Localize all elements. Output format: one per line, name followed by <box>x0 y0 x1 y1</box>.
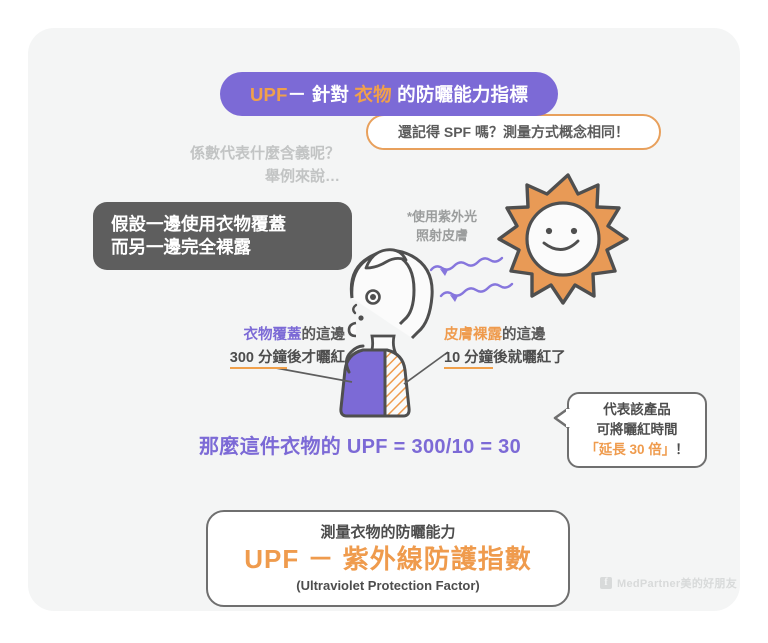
exposed-row-2: 10 分鐘後就曬紅了 <box>444 347 624 369</box>
covered-duration: 300 分鐘 <box>229 349 287 369</box>
conclusion-title: UPF － 紫外線防護指數 <box>244 543 532 574</box>
conclusion-subtitle: 測量衣物的防曬能力 <box>320 523 456 541</box>
covered-row-1: 衣物覆蓋的這邊 <box>195 325 346 347</box>
question-line-2: 舉例來說… <box>264 168 340 186</box>
spf-bubble-text: 還記得 SPF 嗎？測量方式概念相同！ <box>397 124 629 140</box>
facebook-icon: f <box>600 577 612 589</box>
callout-line-3: 「延長 30 倍」！ <box>585 440 689 460</box>
upf-formula: 那麼這件衣物的 UPF = 300/10 = 30 <box>198 436 522 458</box>
callout-line-1: 代表該產品 <box>603 401 671 417</box>
watermark: f MedPartner美的好朋友 <box>600 575 737 591</box>
callout-line-2: 可將曬紅時間 <box>596 421 678 437</box>
title-dash: － <box>287 84 307 105</box>
uv-note-line-1: *使用紫外光 <box>406 209 478 224</box>
covered-keyword: 衣物覆蓋 <box>243 327 302 343</box>
result-callout: 代表該產品 可將曬紅時間 「延長 30 倍」！ <box>567 392 707 468</box>
covered-suffix: 的這邊 <box>301 327 346 343</box>
exposed-duration: 10 分鐘 <box>444 349 494 369</box>
uv-note: *使用紫外光 照射皮膚 <box>382 208 502 246</box>
conclusion-english: (Ultraviolet Protection Factor) <box>296 578 480 594</box>
callout-highlight: 「延長 30 倍」 <box>585 442 676 458</box>
callout-tail <box>553 406 571 430</box>
question-text: 係數代表什麼含義呢？ 舉例來說… <box>120 142 340 189</box>
title-text: UPF－ 針對 衣物 的防曬能力指標 <box>250 81 528 107</box>
covered-row-2: 300 分鐘後才曬紅 <box>195 347 345 369</box>
covered-rest: 後才曬紅 <box>287 349 345 366</box>
callout-suffix: ！ <box>675 442 689 458</box>
question-line-1: 係數代表什麼含義呢？ <box>189 145 340 162</box>
label-covered-side: 衣物覆蓋的這邊 300 分鐘後才曬紅 <box>195 325 345 369</box>
label-exposed-side: 皮膚裸露的這邊 10 分鐘後就曬紅了 <box>444 325 624 369</box>
assumption-line-1: 假設一邊使用衣物覆蓋 <box>111 213 286 234</box>
title-prefix: UPF <box>249 84 288 105</box>
title-part2: 的防曬能力指標 <box>397 84 529 105</box>
title-highlight: 衣物 <box>354 84 392 105</box>
title-pill: UPF－ 針對 衣物 的防曬能力指標 <box>220 72 558 116</box>
assumption-line-2: 而另一邊完全裸露 <box>111 237 251 257</box>
exposed-rest: 後就曬紅了 <box>493 349 566 366</box>
assumption-box: 假設一邊使用衣物覆蓋 而另一邊完全裸露 <box>93 202 352 270</box>
conclusion-box: 測量衣物的防曬能力 UPF － 紫外線防護指數 (Ultraviolet Pro… <box>206 510 570 607</box>
exposed-suffix: 的這邊 <box>502 327 546 343</box>
uv-note-line-2: 照射皮膚 <box>415 227 468 243</box>
spf-speech-bubble: 還記得 SPF 嗎？測量方式概念相同！ <box>366 114 661 150</box>
exposed-row-1: 皮膚裸露的這邊 <box>444 325 624 347</box>
exposed-keyword: 皮膚裸露 <box>444 327 502 343</box>
title-part1: 針對 <box>311 84 350 105</box>
watermark-text: MedPartner美的好朋友 <box>617 578 738 590</box>
